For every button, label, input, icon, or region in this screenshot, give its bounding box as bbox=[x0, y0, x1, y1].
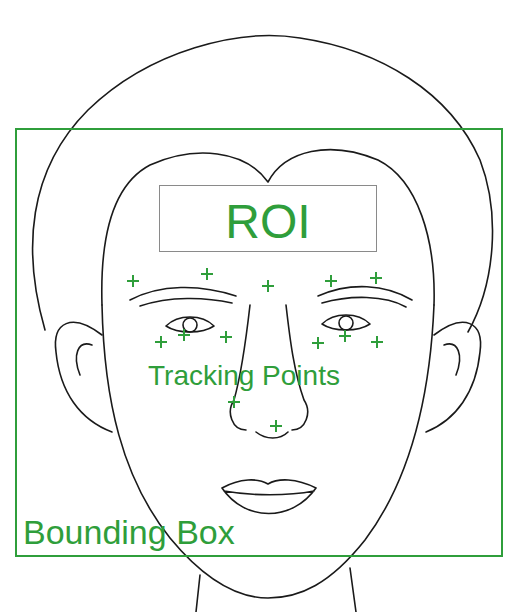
hairline bbox=[102, 150, 434, 305]
right-ear bbox=[426, 322, 481, 432]
roi-label: ROI bbox=[160, 198, 376, 246]
annotation-label: Tracking Points bbox=[148, 362, 340, 390]
tracking-cross bbox=[312, 337, 324, 349]
tracking-cross bbox=[201, 268, 213, 280]
left-eyebrow bbox=[130, 287, 236, 306]
tracking-cross bbox=[127, 275, 139, 287]
left-ear bbox=[55, 322, 112, 432]
tracking-cross bbox=[371, 336, 383, 348]
roi-box: ROI bbox=[159, 185, 377, 252]
hair-outline bbox=[33, 36, 493, 332]
mouth bbox=[222, 480, 316, 514]
left-eye bbox=[166, 317, 214, 332]
right-eyebrow bbox=[318, 287, 412, 307]
tracking-cross bbox=[220, 331, 232, 343]
box-label: Bounding Box bbox=[23, 515, 235, 549]
tracking-cross bbox=[262, 280, 274, 292]
bounding-box: Bounding Box ROI bbox=[15, 128, 503, 557]
right-eye bbox=[322, 315, 370, 330]
tracking-cross bbox=[155, 336, 167, 348]
face-contour bbox=[102, 305, 434, 598]
tracking-points bbox=[127, 268, 383, 432]
right-iris bbox=[339, 316, 353, 330]
tracking-cross bbox=[370, 272, 382, 284]
tracking-cross bbox=[270, 420, 282, 432]
left-iris bbox=[183, 318, 197, 332]
tracking-cross bbox=[325, 275, 337, 287]
tracking-cross bbox=[339, 330, 351, 342]
tracking-cross bbox=[178, 329, 190, 341]
tracking-cross bbox=[228, 396, 240, 408]
neck bbox=[196, 568, 356, 612]
